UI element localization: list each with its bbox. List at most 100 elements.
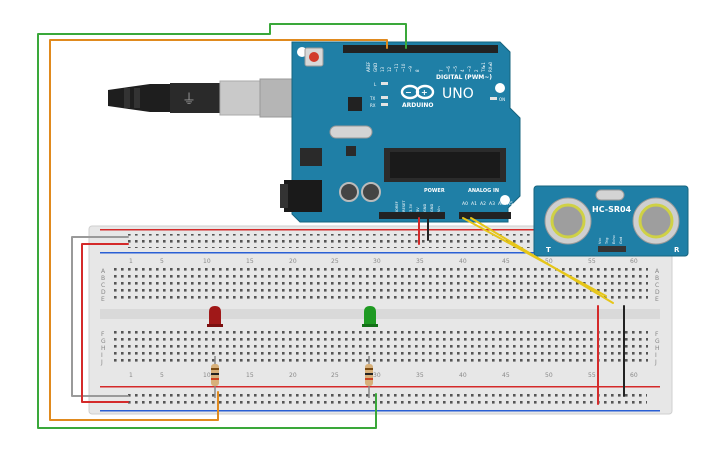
pin-label: Vcc [598,238,602,244]
top-rail-red-line [100,229,660,231]
row-letters-right: A B C D E F G H I J [654,268,660,366]
red-led [207,306,223,327]
logo-plus: + [421,88,428,97]
col-num: 1 [129,372,133,379]
arduino-logo: − + [400,84,435,100]
pin-label: RESET [402,200,406,212]
col-num: 1 [129,258,133,265]
row-letter: D [101,289,106,296]
top-rail-blue-line [100,252,660,254]
bottom-rail-holes [127,391,647,405]
power-jack-front [280,184,288,208]
red-led-rim [207,324,223,327]
reset-button-cap[interactable] [309,52,319,62]
center-channel [100,309,660,319]
col-num: 5 [160,372,164,379]
led-l-label: L [374,82,377,87]
pin-label: GND [423,204,427,212]
bottom-rail-red-line [100,386,660,388]
resistor-green-led [365,356,373,398]
pin-label: 3.3V [409,203,413,212]
pin-label: A5 [507,201,513,207]
row-letter: J [100,359,103,366]
column-numbers-bottom: 1 5 10 15 20 25 30 35 40 45 50 55 60 [129,372,638,379]
resistor-red-led [211,356,219,398]
col-num: 60 [630,372,638,379]
pin-label: 12 [387,66,392,72]
led-on-label: ON [499,97,505,102]
chip-pins-bottom [386,180,504,183]
chip-pins-top [386,146,504,149]
analog-header [459,212,511,219]
row-letter: H [655,345,660,352]
resistor-band [365,378,373,380]
usb-plug-grip [124,88,130,108]
pin-label: ~3 [467,66,472,72]
row-letters-left: A B C D E F G H I J [100,268,106,366]
col-num: 25 [331,258,339,265]
pin-label: AREF [366,61,371,72]
col-num: 55 [588,372,596,379]
green-led-rim [362,324,378,327]
col-num: 30 [373,372,381,379]
green-led-body [364,306,376,324]
pin-label: 4 [460,69,465,72]
brand-label: ARDUINO [402,102,433,109]
row-letter: C [101,282,105,289]
row-letter: H [101,345,106,352]
resistor-band [365,373,373,375]
power-jack [284,180,322,212]
col-num: 15 [246,258,254,265]
pin-label: A3 [489,201,495,207]
resistor-band [365,368,373,370]
row-letter: A [655,268,660,275]
col-num: 50 [545,258,553,265]
pin-label: RX◂0 [488,61,493,72]
col-num: 20 [289,258,297,265]
pin-label: 13 [380,66,385,72]
col-num: 55 [588,258,596,265]
col-num: 45 [502,372,510,379]
voltage-regulator [300,148,322,166]
col-num: 10 [203,372,211,379]
resistor-band [211,373,219,375]
led-rx [381,103,388,106]
col-num: 50 [545,372,553,379]
digital-pin-labels: AREF GND 13 12 ~11 ~10 ~9 8 7 ~6 ~5 4 ~3… [366,61,493,73]
col-num: 15 [246,372,254,379]
pin-label: Echo [612,235,616,244]
pin-label: ~9 [408,66,413,72]
led-rx-label: RX [370,103,376,108]
arduino-uno-board: AREF GND 13 12 ~11 ~10 ~9 8 7 ~6 ~5 4 ~3… [280,41,521,223]
row-letter: I [655,352,657,359]
col-num: 30 [373,258,381,265]
mounting-hole [495,83,505,93]
usb-icon: ⏚ [182,92,196,108]
power-pin-labels: IOREF RESET 3.3V 5V GND GND Vin [395,200,441,212]
pin-label: TX▸1 [481,62,486,73]
row-letter: G [655,338,660,345]
row-letter: D [655,289,660,296]
row-letter: I [101,352,103,359]
usb-plug-grip [134,88,140,108]
power-header [379,212,445,219]
column-numbers-top: 1 5 10 15 20 25 30 35 40 45 50 55 60 [129,258,638,265]
mounting-hole [500,195,510,205]
transmitter-mesh [550,203,586,239]
led-tx-label: TX [369,96,375,101]
model-label: UNO [442,86,474,102]
wire-grey-gnd-rail [71,236,129,397]
green-led [362,306,378,327]
red-led-body [209,306,221,324]
bottom-terminal-holes [113,330,648,366]
pin-label: 8 [415,69,420,72]
wire-yellow-a1-echo [470,217,614,304]
capacitor [361,182,381,202]
resistor-band [211,378,219,380]
power-header-label: POWER [424,188,445,194]
usb-connector-tip [259,78,297,118]
pin-label: GND [373,63,378,72]
col-num: 5 [160,258,164,265]
atmega-chip [390,152,500,178]
